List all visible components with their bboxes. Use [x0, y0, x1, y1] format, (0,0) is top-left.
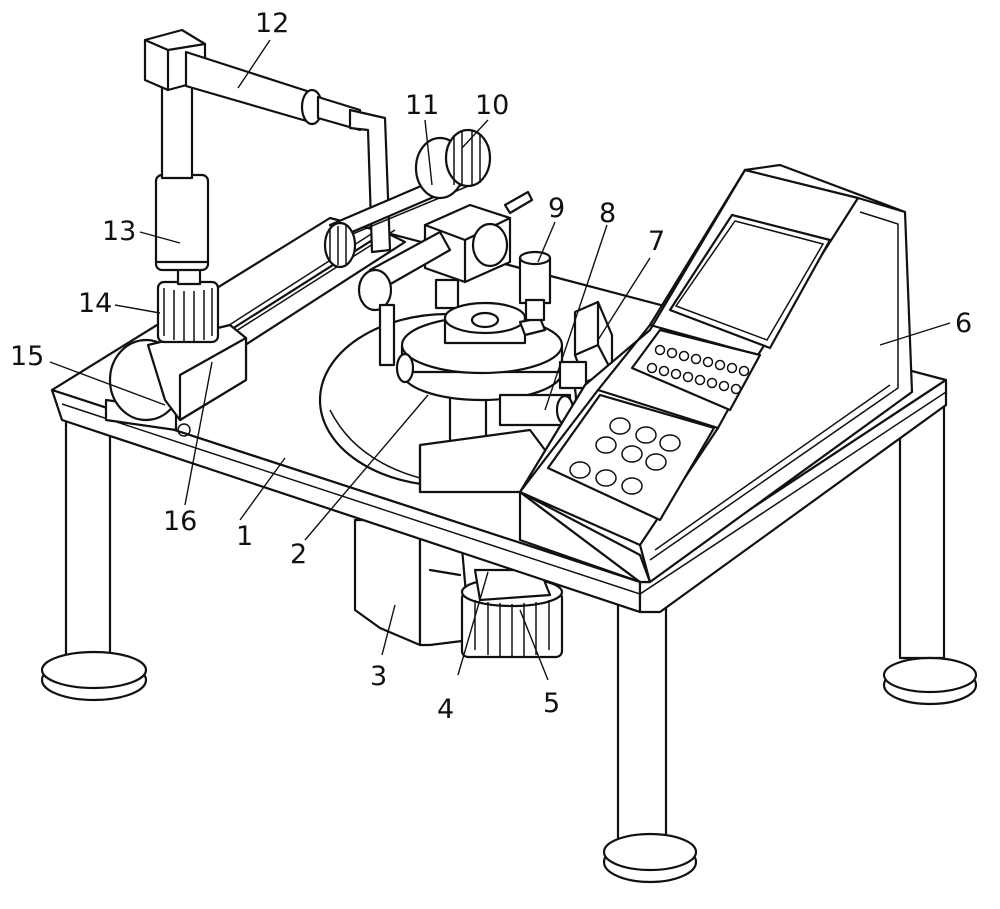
- probe-9: [518, 250, 552, 322]
- label-12: 12: [255, 8, 289, 39]
- label-6: 6: [955, 308, 972, 339]
- label-14: 14: [78, 288, 112, 319]
- console-keypad-small: [630, 328, 762, 412]
- label-4: 4: [437, 694, 454, 725]
- console-screen: [668, 213, 832, 350]
- label-7: 7: [648, 226, 665, 257]
- label-16: 16: [163, 506, 197, 537]
- label-2: 2: [290, 539, 307, 570]
- spindle-head: [323, 190, 534, 367]
- label-9: 9: [548, 193, 565, 224]
- leg-front-left: [40, 408, 148, 702]
- label-10: 10: [475, 90, 509, 121]
- vertical-post: [143, 28, 220, 344]
- rotary-table: [395, 301, 564, 452]
- leg-front-right: [602, 598, 698, 884]
- label-8: 8: [599, 198, 616, 229]
- label-5: 5: [543, 688, 560, 719]
- label-13: 13: [102, 216, 136, 247]
- console-keypad-large: [546, 393, 716, 522]
- leader-lines: [49, 39, 951, 681]
- callout-labels: 1 2 3 4 5 6 7 8 9 10 11 12 13 14 15 16: [10, 8, 972, 725]
- label-15: 15: [10, 341, 44, 372]
- leg-back-right: [882, 398, 978, 706]
- label-11: 11: [405, 90, 439, 121]
- label-1: 1: [236, 521, 253, 552]
- slider-block: [104, 323, 248, 437]
- label-3: 3: [370, 661, 387, 692]
